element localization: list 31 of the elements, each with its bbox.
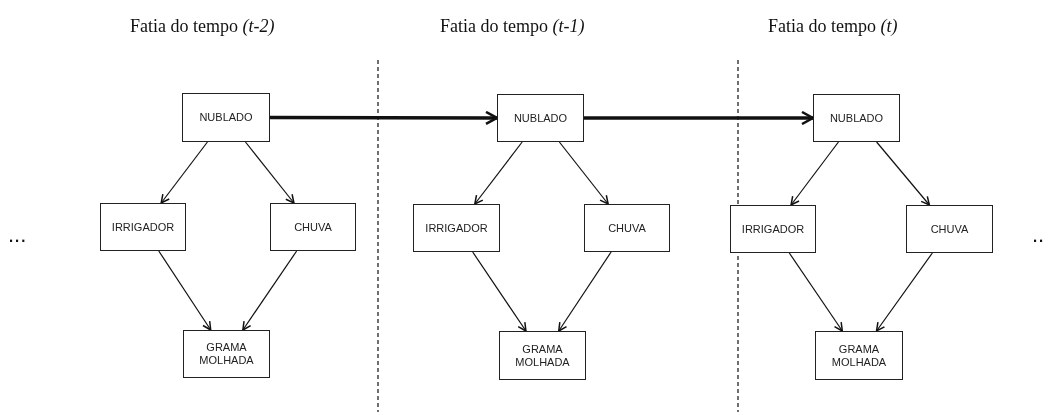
arrow — [158, 250, 212, 331]
node-box: IRRIGADOR — [413, 204, 500, 252]
arrow — [790, 141, 840, 206]
node-box: CHUVA — [584, 204, 670, 252]
node-box: CHUVA — [906, 205, 993, 253]
slice-title: Fatia do tempo (t-1) — [440, 16, 585, 37]
node-box: CHUVA — [270, 203, 356, 251]
arrow — [160, 141, 209, 204]
node-box: NUBLADO — [813, 94, 900, 142]
node-box: GRAMA MOLHADA — [499, 331, 586, 380]
arrow — [474, 141, 523, 205]
node-box: GRAMA MOLHADA — [815, 331, 903, 380]
ellipsis: ... — [8, 222, 27, 248]
arrow — [788, 252, 844, 332]
arrow — [270, 110, 499, 126]
arrow — [242, 250, 298, 331]
arrow — [875, 252, 933, 332]
slice-title: Fatia do tempo (t) — [768, 16, 898, 37]
slice-title: Fatia do tempo (t-2) — [130, 16, 275, 37]
arrow — [472, 251, 527, 332]
node-box: NUBLADO — [182, 93, 270, 142]
arrow — [558, 251, 612, 332]
node-box: IRRIGADOR — [100, 203, 186, 251]
node-box: NUBLADO — [497, 94, 584, 142]
ellipsis: .. — [1032, 222, 1045, 248]
node-box: GRAMA MOLHADA — [183, 330, 270, 378]
arrow — [584, 110, 815, 126]
arrow — [558, 141, 609, 205]
arrow — [244, 141, 295, 204]
arrow — [876, 141, 931, 206]
node-box: IRRIGADOR — [730, 205, 816, 253]
